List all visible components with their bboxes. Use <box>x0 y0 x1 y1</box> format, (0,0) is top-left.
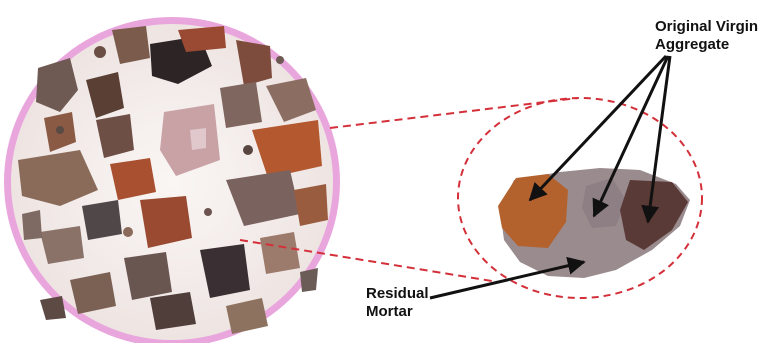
label-residual-mortar: Residual Mortar <box>366 285 429 321</box>
virgin-aggregate-right <box>620 180 688 250</box>
concrete-specimen <box>4 17 340 343</box>
label-mortar-line2: Mortar <box>366 303 429 321</box>
label-aggregate-line1: Original Virgin <box>655 18 758 36</box>
label-original-virgin-aggregate: Original Virgin Aggregate <box>655 18 758 54</box>
label-mortar-line1: Residual <box>366 285 429 303</box>
arrow-residual-mortar <box>430 262 584 298</box>
label-aggregate-line2: Aggregate <box>655 36 758 54</box>
magnified-recycled-aggregate <box>458 98 702 298</box>
